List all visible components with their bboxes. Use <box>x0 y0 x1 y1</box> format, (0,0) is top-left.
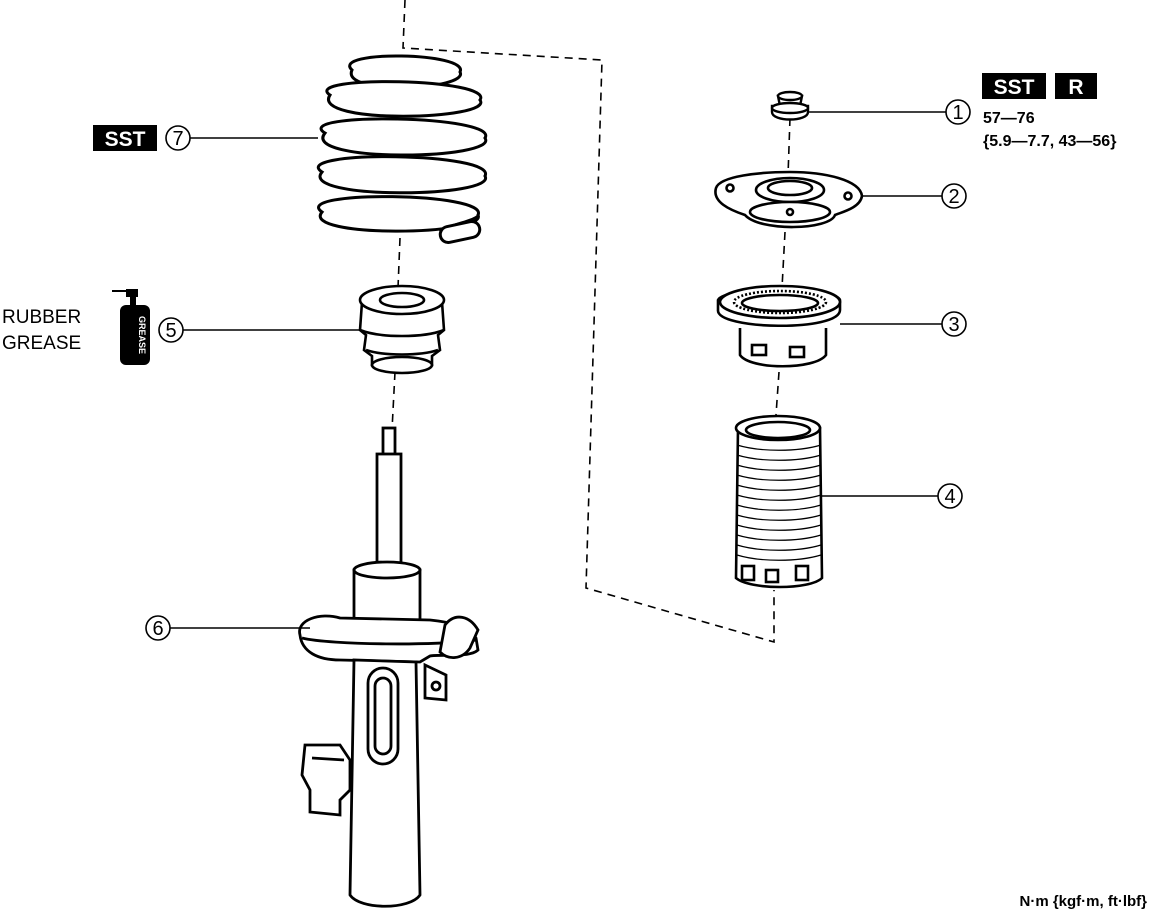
replace-badge-text: R <box>1068 76 1083 99</box>
upper-spring-seat <box>716 284 842 368</box>
callout-7: 7 <box>165 125 191 151</box>
callout-1: 1 <box>945 99 971 125</box>
callout-2-label: 2 <box>948 186 959 208</box>
callout-4: 4 <box>937 483 963 509</box>
callout-1-label: 1 <box>952 102 963 124</box>
units-label: N·m {kgf·m, ft·lbf} <box>1020 893 1148 910</box>
torque-alt: {5.9—7.7, 43—56} <box>983 133 1116 150</box>
sst-badge-right-text: SST <box>994 76 1035 99</box>
sst-badge-left-text: SST <box>105 128 146 151</box>
dust-boot <box>734 414 824 589</box>
torque-nm: 57—76 <box>983 110 1035 127</box>
callout-3: 3 <box>941 311 967 337</box>
grease-label-line2: GREASE <box>2 333 81 354</box>
callout-7-label: 7 <box>172 128 183 150</box>
callout-3-label: 3 <box>948 314 959 336</box>
callout-5-label: 5 <box>165 320 176 342</box>
shock-absorber <box>298 426 480 908</box>
coil-spring <box>316 54 488 244</box>
sst-badge-right: SST <box>982 73 1046 99</box>
callout-2: 2 <box>941 183 967 209</box>
grease-can-icon: GREASE <box>112 289 150 365</box>
bound-stopper <box>358 284 446 375</box>
strut-mount <box>714 170 864 229</box>
callout-5: 5 <box>158 317 184 343</box>
boot-ribs <box>736 444 822 561</box>
callout-4-label: 4 <box>944 486 955 508</box>
grease-can-label: GREASE <box>137 316 147 354</box>
callout-6-label: 6 <box>152 618 163 640</box>
replace-badge: R <box>1055 73 1097 99</box>
lock-nut <box>770 90 810 121</box>
callout-6: 6 <box>145 615 171 641</box>
assembly-dashed-lines <box>391 0 791 644</box>
sst-badge-left: SST <box>93 125 157 151</box>
grease-label-line1: RUBBER <box>2 307 81 328</box>
leader-lines <box>170 111 946 629</box>
